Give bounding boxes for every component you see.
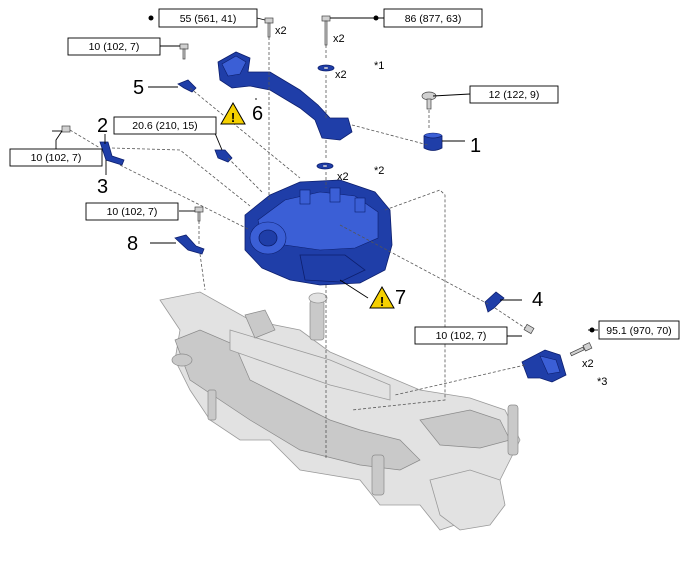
torque-label: 10 (102, 7) xyxy=(107,206,158,218)
qty-mark: x2 xyxy=(582,358,594,370)
callout-6: 6 xyxy=(252,103,263,125)
note-mark: *3 xyxy=(597,376,607,388)
torque-spec-6: 10 (102, 7) xyxy=(9,130,103,167)
callout-2: 2 xyxy=(97,115,108,137)
qty-mark: x2 xyxy=(335,69,347,81)
part-4-bracket xyxy=(484,291,505,313)
note-mark: *2 xyxy=(374,165,384,177)
bolt-icon xyxy=(194,206,204,222)
torque-label: 55 (561, 41) xyxy=(180,13,237,25)
suspension-subframe xyxy=(159,291,521,531)
callout-5: 5 xyxy=(133,77,144,99)
star3-mount-bracket xyxy=(521,349,567,383)
torque-spec-7: 10 (102, 7) xyxy=(85,202,179,221)
part-5-clamp xyxy=(177,79,197,93)
bolt-icon xyxy=(179,43,189,60)
torque-label: 95.1 (970, 70) xyxy=(606,325,671,337)
part-6-bracket xyxy=(217,51,353,141)
motor-transaxle-assembly xyxy=(244,179,393,286)
bolt-icon xyxy=(421,91,437,110)
part-1-cushion xyxy=(423,132,443,151)
callout-1: 1 xyxy=(470,135,481,157)
alignment-lines xyxy=(69,37,526,460)
torque-spec-1: 55 (561, 41) xyxy=(148,8,266,28)
qty-mark: x2 xyxy=(333,33,345,45)
warning-icon: ! xyxy=(369,285,395,309)
bullet-icon xyxy=(148,15,154,21)
torque-spec-9: 95.1 (970, 70) xyxy=(589,320,680,340)
warning-icon: ! xyxy=(220,101,246,125)
warning-glyph: ! xyxy=(231,110,235,125)
torque-spec-4: 12 (122, 9) xyxy=(469,85,559,104)
bolt-icon xyxy=(321,15,331,46)
torque-spec-2: 86 (877, 63) xyxy=(330,8,483,28)
warning-glyph: ! xyxy=(380,294,384,309)
torque-label: 10 (102, 7) xyxy=(436,330,487,342)
torque-label: 86 (877, 63) xyxy=(405,13,462,25)
washer-star1 xyxy=(317,64,335,72)
torque-spec-5: 20.6 (210, 15) xyxy=(113,116,217,135)
part-2-3-bracket xyxy=(99,141,125,166)
torque-label: 20.6 (210, 15) xyxy=(132,120,197,132)
bolt-icon xyxy=(61,125,71,133)
callout-7: 7 xyxy=(395,287,406,309)
torque-label: 12 (122, 9) xyxy=(489,89,540,101)
sensor-bracket xyxy=(214,149,233,163)
torque-label: 10 (102, 7) xyxy=(31,152,82,164)
bullet-icon xyxy=(589,327,595,333)
callout-4: 4 xyxy=(532,289,543,311)
part-8-bracket xyxy=(174,234,205,255)
callout-8: 8 xyxy=(127,233,138,255)
qty-mark: x2 xyxy=(275,25,287,37)
callout-3: 3 xyxy=(97,176,108,198)
washer-star2 xyxy=(316,162,334,170)
note-mark: *1 xyxy=(374,60,384,72)
torque-spec-8: 10 (102, 7) xyxy=(414,326,508,345)
bolt-icon xyxy=(264,17,274,38)
torque-spec-3: 10 (102, 7) xyxy=(67,37,161,56)
bolt-icon xyxy=(569,342,593,357)
torque-label: 10 (102, 7) xyxy=(89,41,140,53)
bolt-icon xyxy=(523,323,535,335)
qty-mark: x2 xyxy=(337,171,349,183)
